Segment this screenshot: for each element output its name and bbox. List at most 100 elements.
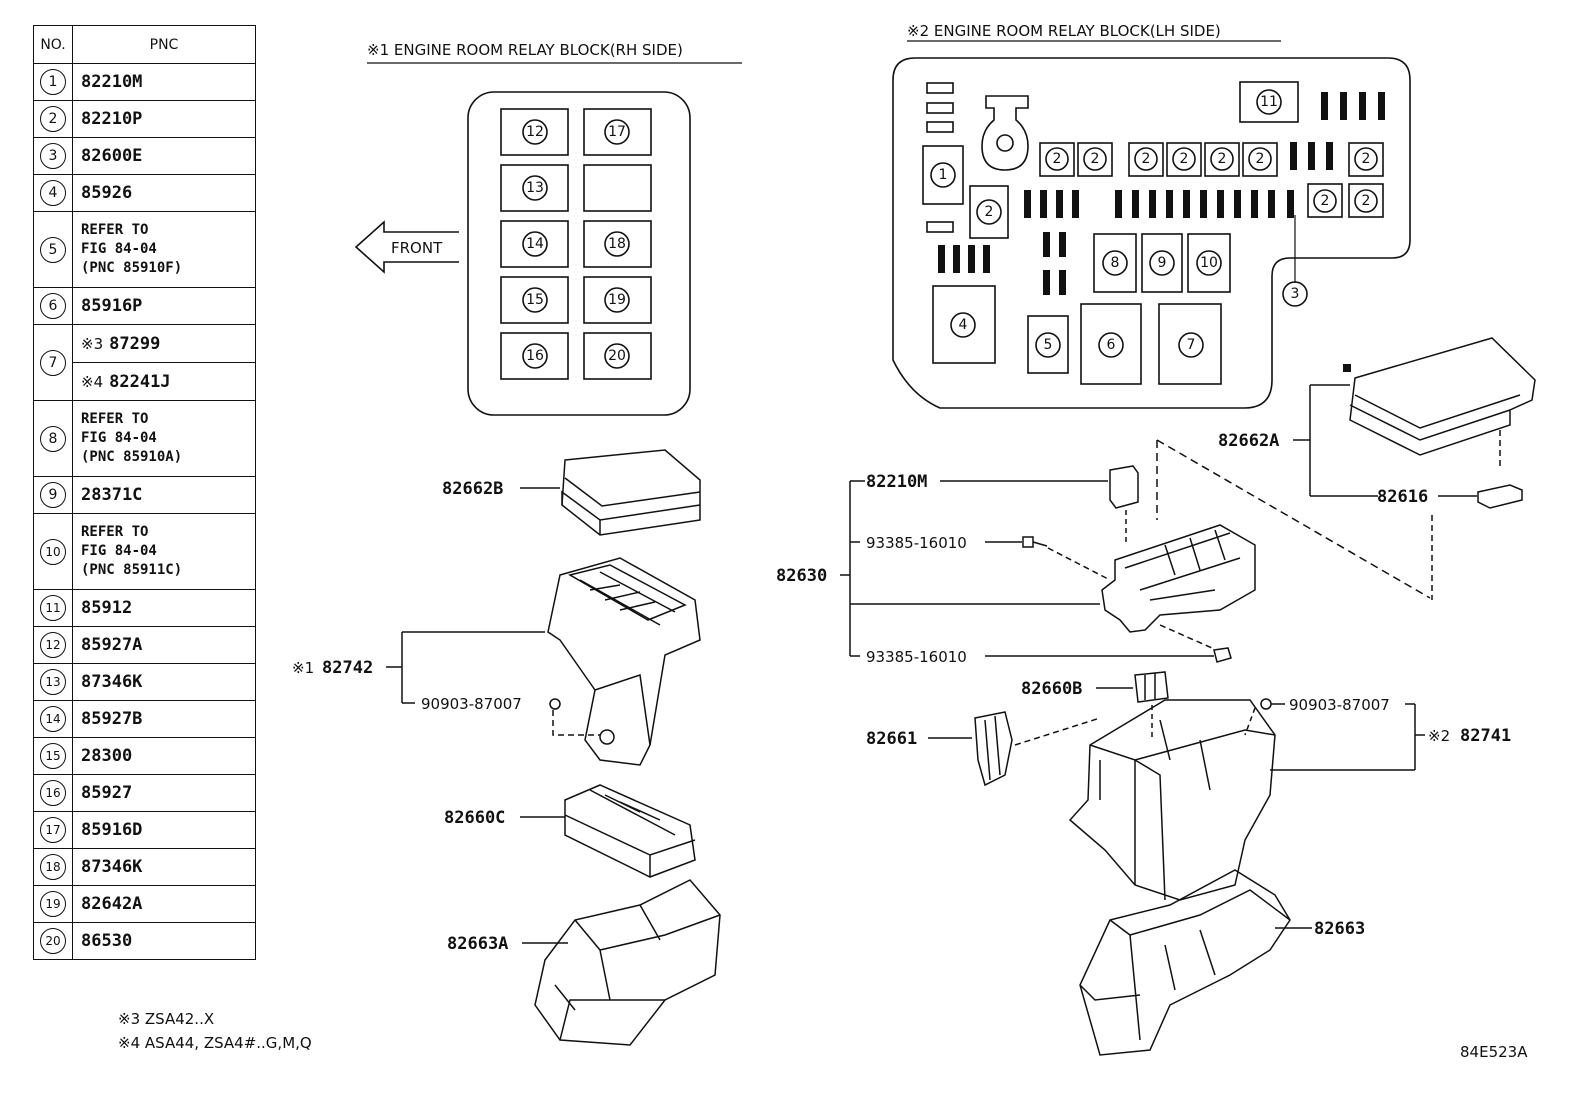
row-number: 17	[33, 811, 73, 849]
part-82210M	[1109, 465, 1139, 509]
footnote-3: ※3 ZSA42..X	[118, 1010, 215, 1028]
row-number-circle: 3	[40, 143, 66, 169]
row-pnc: 85927B	[72, 700, 256, 738]
pnc-value: 85927B	[81, 709, 143, 729]
label-82616: 82616	[1377, 487, 1428, 507]
rh-slot-14-label: 14	[526, 236, 544, 252]
row-number: 14	[33, 700, 73, 738]
row-number: 15	[33, 737, 73, 775]
row-pnc: 82210M	[72, 63, 256, 101]
row-pnc: 87346K	[72, 848, 256, 886]
refer-line: REFER TO	[81, 222, 149, 238]
lh-slot-10	[1187, 233, 1231, 293]
pnc-value: 28371C	[81, 485, 143, 505]
rh-slot-13-label: 13	[526, 180, 544, 196]
refer-line: REFER TO	[81, 411, 149, 427]
row-pnc: 85926	[72, 174, 256, 212]
row-number: 13	[33, 663, 73, 701]
rh-slot-15-label: 15	[526, 292, 544, 308]
table-row: 14 85927B	[33, 700, 256, 738]
row-number-circle: 10	[40, 538, 66, 565]
label-82741-note: ※2	[1428, 727, 1450, 745]
row-number-circle: 7	[40, 349, 66, 376]
part-82661	[974, 711, 1013, 787]
label-82741: 82741	[1460, 726, 1511, 746]
refer-line: FIG 84-04	[81, 543, 157, 559]
part-82741	[1068, 699, 1276, 901]
pnc-value: 87299	[109, 333, 161, 354]
pnc-value: 82210M	[81, 72, 143, 92]
lh-marker-2: 2	[1362, 193, 1371, 209]
label-82660B: 82660B	[1021, 679, 1082, 699]
row-number: 12	[33, 626, 73, 664]
row-number: 7	[33, 324, 73, 401]
rh-slot-19-label: 19	[608, 292, 626, 308]
pnc-value: 85912	[81, 598, 133, 618]
row-number: 20	[33, 922, 73, 960]
row-number-circle: 1	[40, 69, 66, 95]
lh-slot-7	[1158, 303, 1222, 385]
lh-marker-2: 2	[1321, 193, 1330, 209]
table-header-row: NO. PNC	[33, 25, 256, 64]
row-number: 3	[33, 137, 73, 175]
part-82660B	[1134, 671, 1169, 703]
refer-line: FIG 84-04	[81, 241, 157, 257]
row-pnc: 85912	[72, 589, 256, 627]
part-82616	[1477, 484, 1523, 509]
refer-line: (PNC 85911C)	[81, 562, 183, 578]
label-82660C: 82660C	[444, 808, 505, 828]
front-arrow	[354, 220, 459, 274]
row-number: 4	[33, 174, 73, 212]
pnc-value: 85927	[81, 783, 133, 803]
rh-slot-20-label: 20	[608, 348, 626, 364]
pnc-value: 82210P	[81, 109, 143, 129]
pnc-value: 82642A	[81, 894, 143, 914]
row-pnc: 82600E	[72, 137, 256, 175]
table-row: 1 82210M	[33, 63, 256, 101]
row-number-circle: 6	[40, 293, 66, 319]
lh-slot-4	[932, 285, 996, 364]
label-90903-right: 90903-87007	[1289, 696, 1390, 714]
pnc-value: 82241J	[109, 371, 171, 392]
row-number-circle: 18	[40, 854, 66, 880]
pnc-value: 85916D	[81, 820, 143, 840]
front-label: FRONT	[391, 239, 443, 257]
lh-marker-2: 2	[1256, 151, 1265, 167]
rh-block-title: ※1 ENGINE ROOM RELAY BLOCK(RH SIDE)	[367, 41, 683, 59]
pnc-value: 85927A	[81, 635, 143, 655]
row-pnc: 82642A	[72, 885, 256, 923]
rh-block-outline	[467, 91, 691, 416]
row-number-circle: 2	[40, 106, 66, 132]
row-number: 6	[33, 287, 73, 325]
row-number-circle: 16	[40, 780, 66, 806]
rh-slot-16-label: 16	[526, 348, 544, 364]
lh-slot-numbers: 1 2 2 2 2 2 2 2 2 2 2 3 4 5 6 7 8 9 10 1…	[939, 94, 1371, 353]
figure-code: 84E523A	[1460, 1043, 1528, 1061]
lh-marker-3: 3	[1291, 286, 1300, 302]
label-82742-note: ※1	[292, 659, 314, 677]
rh-slots	[500, 108, 652, 380]
row-pnc: 28371C	[72, 476, 256, 514]
rh-slot-numbers: 12 13 14 15 16 17 18 19 20	[526, 124, 626, 364]
lh-marker-2: 2	[1362, 151, 1371, 167]
label-93385-b: 93385-16010	[866, 648, 967, 666]
header-pnc: PNC	[72, 25, 256, 64]
label-82663A: 82663A	[447, 934, 508, 954]
lh-block-title: ※2 ENGINE ROOM RELAY BLOCK(LH SIDE)	[907, 22, 1221, 40]
lh-marker-2: 2	[1053, 151, 1062, 167]
row-number-circle: 13	[40, 669, 66, 695]
